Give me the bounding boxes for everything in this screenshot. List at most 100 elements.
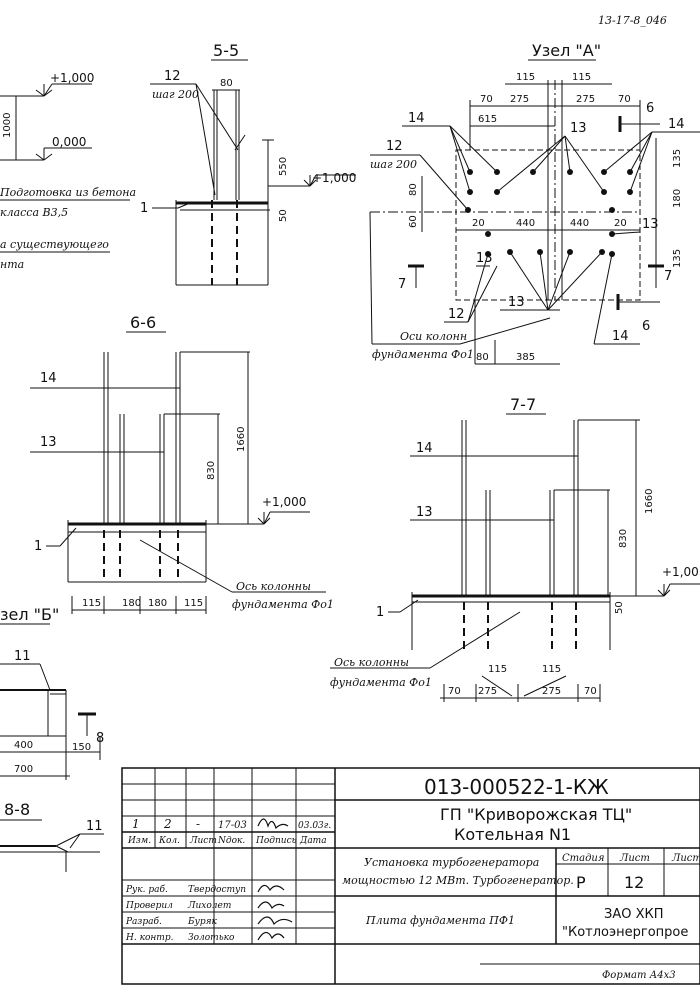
level-plus-1000: +1,000 bbox=[50, 71, 94, 85]
node-b-section-8: 8 bbox=[96, 731, 104, 746]
node-a-title: Узел "А" bbox=[532, 41, 601, 60]
node-a-dim-80-bottom: 80 bbox=[476, 352, 489, 363]
node-a-dim-440-right: 440 bbox=[570, 218, 589, 229]
node-a-dim-115-right: 115 bbox=[572, 72, 591, 83]
format-label: Формат А4х3 bbox=[602, 970, 676, 981]
prep-text-1: Подготовка из бетона bbox=[0, 186, 136, 199]
level-zero: 0,000 bbox=[52, 135, 86, 149]
section-7-7: 7-7 14 13 1660 830 +1,00 50 1 Ось коло bbox=[330, 395, 700, 702]
signoff-name-4: Золотько bbox=[188, 933, 235, 943]
s66-callout-13: 13 bbox=[40, 435, 57, 450]
title-block: 013-000522-1-КЖ ГП "Криворожская ТЦ" Кот… bbox=[121, 767, 700, 985]
s77-callout-14: 14 bbox=[416, 441, 433, 456]
node-a-dim-115-left: 115 bbox=[516, 72, 535, 83]
section-7-7-title: 7-7 bbox=[510, 395, 536, 414]
section-6-6-title: 6-6 bbox=[130, 313, 156, 332]
node-a-dim-80: 80 bbox=[408, 183, 419, 196]
sheet-value: 12 bbox=[624, 873, 644, 892]
s77-callout-13: 13 bbox=[416, 505, 433, 520]
s66-dim-115-right: 115 bbox=[184, 598, 203, 609]
node-a-dim-20-left: 20 bbox=[472, 218, 485, 229]
node-a-dim-275-right: 275 bbox=[576, 94, 595, 105]
doc-code: 013-000522-1-КЖ bbox=[424, 775, 609, 799]
s66-axis-text-2: фундамента Фо1 bbox=[232, 598, 334, 611]
node-b-dim-400: 400 bbox=[14, 740, 33, 751]
signoff-role-4: Н. контр. bbox=[125, 933, 174, 943]
sheet-label: Лист bbox=[619, 853, 650, 864]
s66-dim-180-right: 180 bbox=[148, 598, 167, 609]
node-a-callout-13-bottom: 13 bbox=[508, 295, 525, 310]
node-b: зел "Б" 11 400 150 700 8 bbox=[0, 605, 104, 780]
section-mark-7-left: 7 bbox=[398, 277, 406, 292]
node-a-dim-180: 180 bbox=[672, 189, 683, 208]
dim-1000: 1000 bbox=[2, 113, 13, 138]
section-8-8: 8-8 11 bbox=[0, 800, 104, 872]
signoff-role-3: Разраб. bbox=[125, 916, 162, 927]
project-line-1: ГП "Криворожская ТЦ" bbox=[440, 805, 632, 824]
header-ndok: Nдок. bbox=[217, 836, 245, 846]
node-a-dim-385: 385 bbox=[516, 352, 535, 363]
s66-dim-180-left: 180 bbox=[122, 598, 141, 609]
s77-dim-70-left: 70 bbox=[448, 686, 461, 697]
header-izm: Изм. bbox=[127, 836, 151, 846]
node-b-title: зел "Б" bbox=[0, 605, 59, 624]
node-b-callout-11: 11 bbox=[14, 649, 31, 664]
node-b-dim-700: 700 bbox=[14, 764, 33, 775]
s77-dim-275-right: 275 bbox=[542, 686, 561, 697]
dim-80: 80 bbox=[220, 78, 233, 89]
section-6-6: 6-6 14 13 1660 830 +1,000 1 115 bbox=[30, 313, 334, 614]
node-a-dim-70-right: 70 bbox=[618, 94, 631, 105]
exist-text-2: нта bbox=[0, 258, 24, 271]
org-line-1: ЗАО ХКП bbox=[604, 907, 664, 922]
s77-axis-text-2: фундамента Фо1 bbox=[330, 676, 432, 689]
sheet-title: Плита фундамента ПФ1 bbox=[365, 914, 515, 927]
node-a: Узел "А" 115 115 70 275 275 70 615 14 bbox=[369, 41, 700, 365]
node-b-dim-150: 150 bbox=[72, 742, 91, 753]
node-a-callout-13-left: 13 bbox=[476, 251, 493, 266]
signature-4-image bbox=[257, 931, 285, 941]
node-a-dim-135-top: 135 bbox=[672, 149, 683, 168]
s77-dim-275-left: 275 bbox=[478, 686, 497, 697]
node-a-dim-615: 615 bbox=[478, 114, 497, 125]
node-a-callout-12: 12 bbox=[386, 139, 403, 154]
callout-1: 1 bbox=[140, 201, 148, 216]
s77-dim-115-left: 115 bbox=[488, 664, 507, 675]
node-a-dim-135-bottom: 135 bbox=[672, 249, 683, 268]
signoff-role-2: Проверил bbox=[125, 901, 173, 911]
rev-signature-image bbox=[257, 818, 289, 830]
node-a-callout-14-bottom: 14 bbox=[612, 329, 629, 344]
s77-axis-text-1: Ось колонны bbox=[334, 656, 409, 669]
sheets-label: Лист bbox=[671, 853, 700, 864]
header-podpis: Подпись bbox=[255, 836, 297, 846]
s77-dim-115-right: 115 bbox=[542, 664, 561, 675]
node-a-callout-14-left: 14 bbox=[408, 111, 425, 126]
node-a-axis-text-2: фундамента Фо1 bbox=[372, 348, 474, 361]
dim-50: 50 bbox=[278, 209, 289, 222]
signoff-role-1: Рук. раб. bbox=[125, 884, 168, 895]
rev-value-kol: 2 bbox=[163, 817, 172, 831]
section-5-5: 5-5 12 шаг 200 80 550 +1,000 50 1 bbox=[140, 41, 356, 286]
s66-dim-830: 830 bbox=[206, 461, 217, 480]
level-5-5: +1,000 bbox=[312, 171, 356, 185]
work-title-2: мощностью 12 МВт. Турбогенератор. bbox=[342, 874, 574, 887]
header-data: Дата bbox=[299, 836, 327, 846]
section-mark-7-right: 7 bbox=[664, 269, 672, 284]
signature-2-image bbox=[257, 901, 285, 910]
signoff-name-1: Твердоступ bbox=[188, 885, 246, 895]
rev-value-date: 03.03г. bbox=[298, 821, 331, 831]
sheet-code: 13-17-8_046 bbox=[598, 14, 667, 27]
top-left-fragment: +1,000 0,000 1000 Подготовка из бетона к… bbox=[0, 71, 136, 271]
s77-dim-1660: 1660 bbox=[644, 489, 655, 514]
s77-dim-830: 830 bbox=[618, 529, 629, 548]
work-title-1: Установка турбогенератора bbox=[364, 856, 539, 869]
signature-1-image bbox=[257, 884, 285, 893]
node-a-axis-text-1: Оси колонн bbox=[400, 330, 467, 343]
node-a-dim-70-left: 70 bbox=[480, 94, 493, 105]
s66-callout-1: 1 bbox=[34, 539, 42, 554]
rev-value-ndok: 17-03 bbox=[218, 820, 247, 831]
signature-3-image bbox=[257, 916, 293, 926]
s66-dim-1660: 1660 bbox=[236, 427, 247, 452]
s77-dim-50: 50 bbox=[614, 601, 625, 614]
s77-level: +1,00 bbox=[662, 565, 699, 579]
